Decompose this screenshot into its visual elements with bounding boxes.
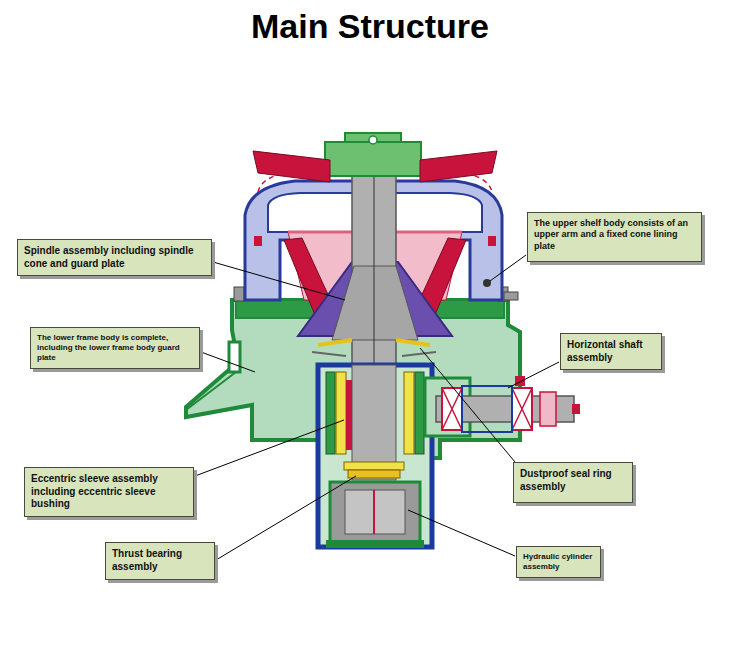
callout-box: Hydraulic cylinder assembly <box>516 546 601 578</box>
callout-text: Horizontal shaft assembly <box>567 339 655 364</box>
callout-text: Spindle assembly including spindle cone … <box>24 245 205 270</box>
callout-box: The lower frame body is complete, includ… <box>30 327 200 369</box>
callout-text: Eccentric sleeve assembly including ecce… <box>31 473 187 511</box>
callout-text: The lower frame body is complete, includ… <box>37 333 193 363</box>
callout-text: Hydraulic cylinder assembly <box>523 552 594 572</box>
callout-box: Horizontal shaft assembly <box>560 333 662 370</box>
callout-text: Thrust bearing assembly <box>112 548 208 573</box>
callout-text: Dustproof seal ring assembly <box>520 468 626 493</box>
callout-box: The upper shelf body consists of an uppe… <box>527 212 702 262</box>
callout-box: Eccentric sleeve assembly including ecce… <box>24 467 194 517</box>
callout-text: The upper shelf body consists of an uppe… <box>534 218 695 252</box>
callout-box: Spindle assembly including spindle cone … <box>17 239 212 276</box>
callout-box: Thrust bearing assembly <box>105 542 215 580</box>
callout-box: Dustproof seal ring assembly <box>513 462 633 503</box>
diagram-title: Main Structure <box>0 6 740 46</box>
